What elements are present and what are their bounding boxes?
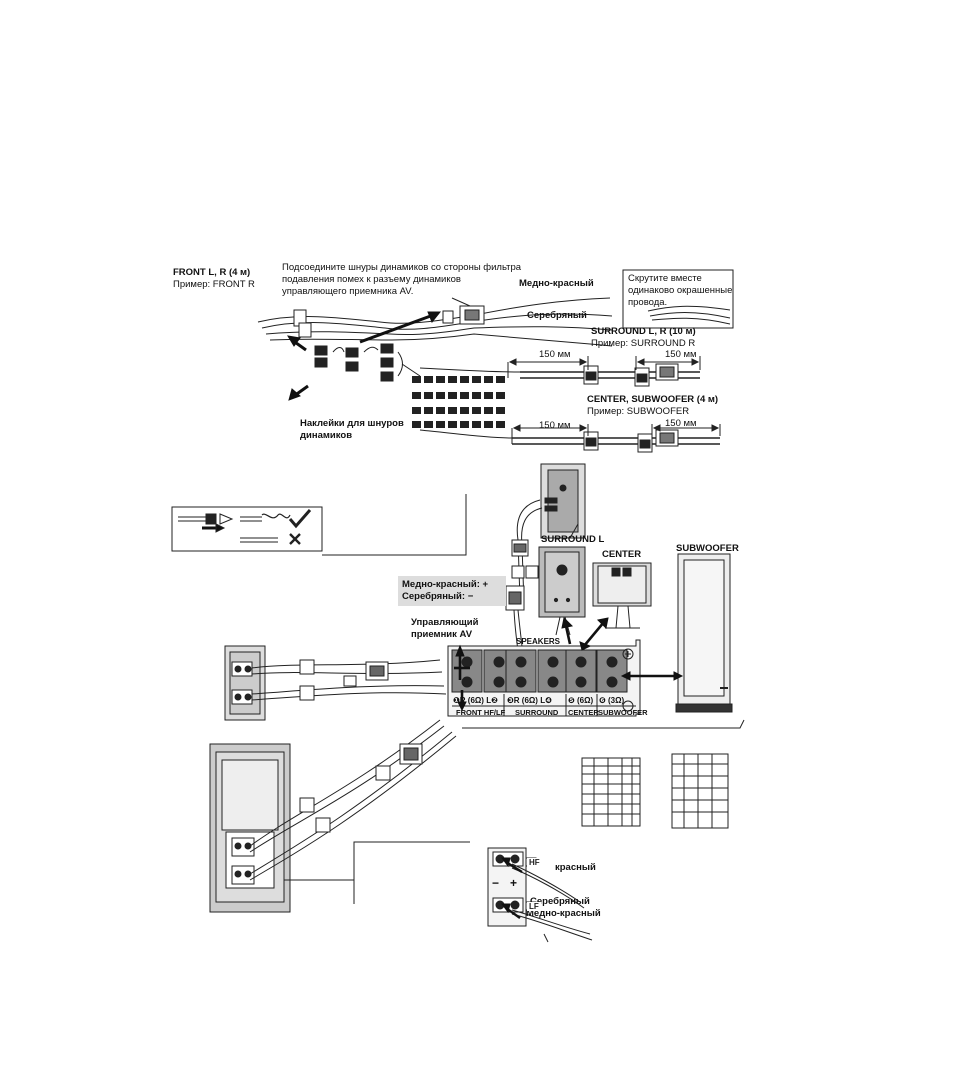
speakers-label: SPEAKERS	[516, 637, 561, 646]
grid-table-left	[581, 757, 641, 827]
twist-wires	[647, 305, 731, 325]
strip-steps	[178, 513, 291, 543]
surround-length-b: 150 мм	[665, 349, 697, 360]
polarity-box	[398, 576, 506, 606]
surround-cord	[419, 356, 701, 387]
polarity-minus: Серебряный: −	[402, 591, 474, 602]
center-cord	[419, 424, 721, 453]
front-speaker-small	[224, 645, 266, 721]
surround-example: Пример: SURROUND R	[591, 338, 696, 349]
front-speaker-large	[209, 743, 291, 913]
stickers-line-2: динамиков	[300, 430, 353, 441]
sticker-sheet	[412, 376, 505, 428]
bottom-silver-label: Серебряный	[530, 896, 590, 907]
front-cord	[257, 297, 613, 347]
center-speaker	[592, 562, 652, 629]
receiver-arrows	[454, 616, 684, 712]
cross-mark-icon	[289, 533, 301, 545]
strip-leader	[322, 494, 467, 556]
terminal-surround: ❸R (6Ω) L❹	[507, 696, 552, 705]
bottom-red-label: красный	[555, 862, 596, 873]
twist-line-3: провода.	[628, 297, 668, 308]
terminal-front-sub: FRONT HF/LF	[456, 708, 506, 717]
front-large-wires	[249, 719, 457, 881]
terminal-sub-sub: SUBWOOFER	[598, 708, 648, 717]
top-arrows	[287, 311, 442, 401]
receiver-line-2: приемник AV	[411, 629, 473, 640]
receiver-panel	[447, 639, 641, 717]
terminal-sub: ❻ (3Ω)	[599, 696, 625, 705]
copper-red-label: Медно-красный	[519, 278, 594, 289]
leader-lines	[284, 719, 745, 904]
receiver-line-1: Управляющий	[411, 617, 479, 628]
check-mark-icon	[288, 509, 312, 529]
terminal-front: ❶R (6Ω) L❷	[453, 696, 498, 705]
front-title: FRONT L, R (4 м)	[173, 267, 251, 278]
sheet-leader	[401, 363, 421, 377]
surround-l-label: SURROUND L	[541, 534, 605, 545]
center-example: Пример: SUBWOOFER	[587, 406, 690, 417]
terminal-center-sub: CENTER	[568, 708, 599, 717]
twist-line-2: одинаково окрашенные	[628, 285, 733, 296]
sticker-steps	[314, 343, 403, 382]
instruction-line-3: управляющего приемника AV.	[282, 286, 414, 297]
instruction-line-1: Подсоедините шнуры динамиков со стороны …	[282, 262, 522, 273]
center-title: CENTER, SUBWOOFER (4 м)	[587, 394, 719, 405]
strip-inset	[171, 506, 323, 552]
terminal-arrows	[501, 857, 523, 919]
twist-line-1: Скрутите вместе	[628, 273, 702, 284]
subwoofer-label: SUBWOOFER	[676, 543, 739, 554]
hf-tag: HF	[527, 858, 542, 867]
lf-tag: LF	[527, 902, 541, 911]
subwoofer-speaker	[675, 553, 733, 713]
surround-speaker-front	[538, 546, 586, 636]
terminal-surround-sub: SURROUND	[515, 708, 559, 717]
center-length-b: 150 мм	[665, 418, 697, 429]
terminal-minus: −	[492, 876, 500, 890]
surround-speaker-back	[540, 463, 586, 539]
polarity-plus: Медно-красный: +	[402, 579, 489, 590]
bottom-copper-red-label: Медно-красный	[526, 908, 601, 919]
stickers-line-1: Наклейки для шнуров	[300, 418, 404, 429]
grid-table-right	[671, 753, 729, 829]
silver-label: Серебряный	[527, 310, 587, 321]
surround-title: SURROUND L, R (10 м)	[591, 326, 696, 337]
terminal-plus: +	[510, 876, 518, 890]
front-example: Пример: FRONT R	[173, 279, 255, 290]
center-length-a: 150 мм	[539, 420, 571, 431]
surround-length-a: 150 мм	[539, 349, 571, 360]
instruction-line-2: подавления помех к разъему динамиков	[282, 274, 461, 285]
terminal-center: ❺ (6Ω)	[568, 696, 594, 705]
front-small-wires	[251, 659, 447, 701]
center-label: CENTER	[602, 549, 642, 560]
